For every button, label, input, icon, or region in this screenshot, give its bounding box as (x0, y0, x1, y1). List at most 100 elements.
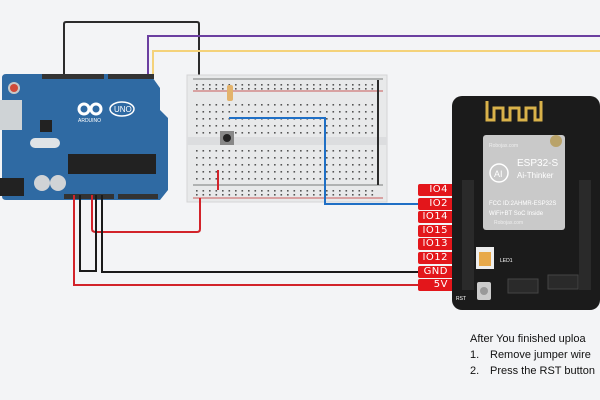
breadboard-hole (371, 104, 374, 106)
breadboard-hole (332, 118, 335, 120)
breadboard-hole (352, 88, 354, 90)
breadboard-hole (365, 178, 367, 180)
breadboard-hole (274, 190, 276, 192)
breadboard-hole (332, 150, 335, 152)
breadboard-hole (248, 171, 250, 173)
breadboard-hole (235, 190, 237, 192)
svg-text:Robojax.com: Robojax.com (489, 143, 518, 149)
wire-blue (229, 117, 418, 205)
breadboard-hole (215, 118, 218, 120)
breadboard-hole (274, 157, 276, 159)
breadboard-hole (280, 194, 283, 196)
breadboard-hole (293, 190, 296, 192)
breadboard-hole (319, 88, 322, 90)
breadboard-hole (358, 125, 361, 127)
svg-text:LED1: LED1 (500, 258, 513, 264)
arduino-logo (77, 102, 103, 116)
breadboard-hole (261, 104, 263, 106)
breadboard-hole (339, 118, 341, 120)
breadboard-hole (261, 194, 263, 196)
breadboard-hole (222, 118, 224, 120)
breadboard-hole (352, 171, 354, 173)
breadboard-hole (215, 88, 218, 90)
breadboard-hole (293, 194, 296, 196)
breadboard-hole (293, 150, 296, 152)
breadboard-hole (261, 178, 263, 180)
breadboard-hole (254, 125, 257, 127)
breadboard-hole (209, 178, 211, 180)
breadboard-hole (222, 150, 224, 152)
breadboard-hole (280, 171, 283, 173)
breadboard-hole (306, 190, 309, 192)
breadboard-hole (254, 111, 257, 113)
breadboard-hole (267, 88, 270, 90)
breadboard-hole (254, 178, 257, 180)
breadboard-hole (306, 194, 309, 196)
breadboard-hole (280, 164, 283, 166)
wire-black-loop (79, 195, 97, 272)
breadboard-hole (287, 84, 289, 86)
breadboard-hole (365, 84, 367, 86)
breadboard-hole (313, 157, 315, 159)
breadboard-hole (261, 190, 263, 192)
breadboard-hole (202, 178, 205, 180)
breadboard-hole (222, 84, 224, 86)
breadboard-hole (215, 150, 218, 152)
breadboard-hole (300, 104, 302, 106)
breadboard-hole (280, 84, 283, 86)
breadboard-hole (287, 88, 289, 90)
breadboard-hole (261, 157, 263, 159)
breadboard-hole (280, 178, 283, 180)
breadboard-hole (332, 125, 335, 127)
breadboard-hole (235, 88, 237, 90)
breadboard-hole (209, 194, 211, 196)
breadboard-hole (345, 157, 348, 159)
breadboard-hole (300, 164, 302, 166)
breadboard-hole (261, 132, 263, 134)
breadboard-hole (365, 194, 367, 196)
breadboard-hole (196, 104, 198, 106)
breadboard-hole (248, 150, 250, 152)
breadboard-hole (261, 150, 263, 152)
breadboard-hole (267, 84, 270, 86)
breadboard-hole (261, 125, 263, 127)
breadboard-hole (287, 125, 289, 127)
breadboard-hole (241, 190, 244, 192)
breadboard-hole (326, 88, 328, 90)
breadboard-hole (209, 125, 211, 127)
pin-label-io15: IO15 (418, 225, 452, 237)
pin-label-gnd: GND (418, 266, 452, 278)
breadboard-hole (300, 84, 302, 86)
breadboard-hole (248, 132, 250, 134)
breadboard-hole (358, 111, 361, 113)
instruction-step: 1. Remove jumper wire (470, 347, 595, 363)
breadboard-hole (267, 104, 270, 106)
breadboard-hole (196, 111, 198, 113)
breadboard-hole (202, 171, 205, 173)
breadboard-hole (287, 104, 289, 106)
pin-label-io4: IO4 (418, 184, 452, 196)
breadboard-hole (215, 111, 218, 113)
breadboard-hole (241, 111, 244, 113)
breadboard-hole (345, 178, 348, 180)
breadboard-hole (365, 132, 367, 134)
breadboard-hole (358, 164, 361, 166)
breadboard-hole (202, 157, 205, 159)
breadboard-hole (339, 171, 341, 173)
flash-led (479, 252, 491, 266)
breadboard-hole (365, 157, 367, 159)
wire-red-5v (73, 195, 420, 286)
breadboard-hole (313, 194, 315, 196)
breadboard-hole (267, 171, 270, 173)
wire-red-arduino-bb (91, 195, 201, 233)
breadboard-hole (306, 178, 309, 180)
breadboard-hole (345, 132, 348, 134)
breadboard-hole (228, 190, 231, 192)
breadboard-hole (339, 111, 341, 113)
breadboard-hole (332, 111, 335, 113)
breadboard-hole (280, 157, 283, 159)
breadboard-hole (202, 164, 205, 166)
breadboard-hole (319, 157, 322, 159)
breadboard-hole (306, 111, 309, 113)
breadboard-hole (371, 164, 374, 166)
